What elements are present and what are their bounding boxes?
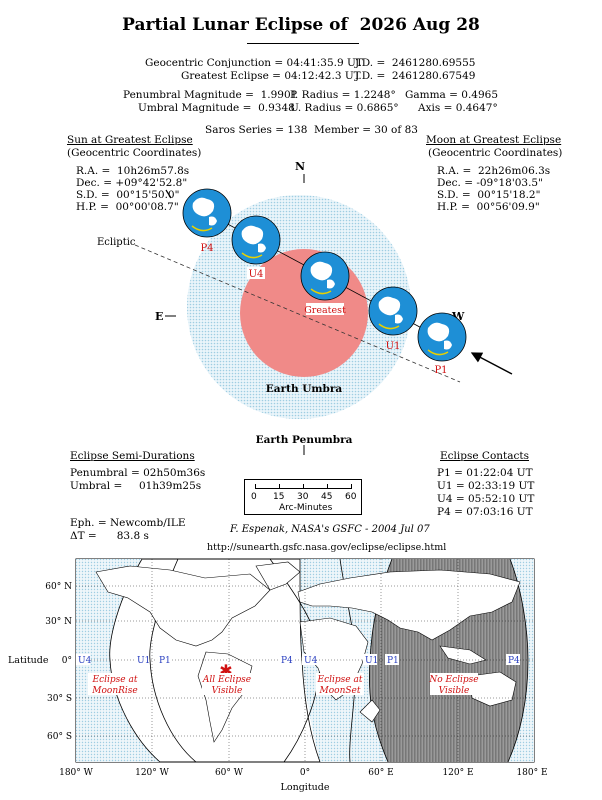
contact-u1: U1 = 02:33:19 UT [437,480,535,492]
umbral-magnitude: Umbral Magnitude = 0.9348 [138,102,295,114]
semi-durations-heading: Eclipse Semi-Durations [70,450,195,462]
east-label: E [155,310,163,323]
map-contact-p1-left: P1 [159,656,171,666]
earth-umbra-label: Earth Umbra [266,383,343,395]
page-title: Partial Lunar Eclipse of 2026 Aug 28 [122,15,480,35]
lon-120e: 120° E [442,768,473,778]
world-map: ✱ U4 U1 P1 P4 U4 U1 P1 P4 Eclipse at Moo… [8,558,548,793]
zone-moonrise-label-2: MoonRise [91,686,137,696]
north-label: N [295,160,305,173]
zone-all-label-2: Visible [212,686,243,696]
umbral-duration: Umbral = 01h39m25s [70,480,202,492]
moon-p1-label: P1 [434,365,447,376]
moon-p4 [182,188,232,238]
lat-30n: 30° N [45,617,72,627]
scale-tick-30: 30 [297,492,309,502]
contacts-heading: Eclipse Contacts [440,450,530,462]
map-contact-u1-right: U1 [365,656,378,666]
gamma: Gamma = 0.4965 [405,89,499,101]
credit: F. Espenak, NASA's GSFC - 2004 Jul 07 [230,524,430,535]
lon-180e: 180° E [516,768,547,778]
sun-sd: S.D. = 00°15'50.0" [76,189,180,201]
moon-heading: Moon at Greatest Eclipse [426,134,562,146]
zone-moonset-label-2: MoonSet [319,686,361,696]
lon-60w: 60° W [215,768,244,778]
saros-member: Member = 30 of 83 [314,124,418,136]
contact-p1: P1 = 01:22:04 UT [437,467,533,479]
scale-tick-0: 0 [251,492,257,502]
map-contact-p4-right: P4 [508,656,520,666]
lon-0: 0° [300,768,310,778]
axis: Axis = 0.4647° [418,102,498,114]
eclipse-diagram: N S E Ecliptic P4 U4 Greatest U1 W [97,160,513,460]
sun-subheading: (Geocentric Coordinates) [67,147,202,159]
lat-0: 0° [62,656,72,666]
motion-arrow [470,352,513,375]
south-label: S [300,459,308,460]
greatest-eclipse: Greatest Eclipse = 04:12:42.3 UT [181,70,361,82]
penumbral-magnitude: Penumbral Magnitude = 1.9901 [123,89,298,101]
title-underline [247,43,359,44]
zone-none-label-2: Visible [439,686,470,696]
moon-u4 [231,215,281,265]
moon-dec: Dec. = -09°18'03.5" [437,177,543,189]
ecliptic-line [134,244,461,383]
longitude-axis-label: Longitude [281,782,330,793]
scale-tick-15: 15 [273,492,285,502]
ephemeris: Eph. = Newcomb/ILE [70,517,186,529]
moon-u4-label: U4 [249,269,264,280]
map-contact-u1-left: U1 [137,656,150,666]
moon-greatest-label: Greatest [304,305,346,316]
moon-p4-label: P4 [200,243,213,254]
ecliptic-label: Ecliptic [97,237,136,248]
penumbral-radius: P. Radius = 1.2248° [290,89,396,101]
contact-p4: P4 = 07:03:16 UT [437,506,533,518]
zone-moonrise [76,559,160,762]
map-contact-u4-mid: U4 [304,656,318,666]
sun-hp: H.P. = 00°00'08.7" [76,201,179,213]
saros-series: Saros Series = 138 [205,124,308,136]
moon-p1 [417,312,467,362]
moon-ra: R.A. = 22h26m06.3s [437,165,551,177]
zone-all-label-1: All Eclipse [202,675,251,685]
arc-minute-scale: 0 15 30 45 60 Arc-Minutes [244,479,362,515]
lat-30s: 30° S [47,694,72,704]
zone-none-label-1: No Eclipse [428,675,478,685]
url: http://sunearth.gsfc.nasa.gov/eclipse/ec… [207,542,447,553]
lon-60e: 60° E [368,768,393,778]
map-contact-u4-left: U4 [78,656,92,666]
contact-u4: U4 = 05:52:10 UT [437,493,535,505]
sun-heading: Sun at Greatest Eclipse [67,134,193,146]
lon-180w: 180° W [59,768,94,778]
earth-penumbra-label: Earth Penumbra [256,434,353,446]
map-contact-p4-mid: P4 [281,656,293,666]
umbral-radius: U. Radius = 0.6865° [290,102,399,114]
sun-ra: R.A. = 10h26m57.8s [76,165,190,177]
lat-60n: 60° N [45,582,72,592]
lon-120w: 120° W [135,768,170,778]
lat-60s: 60° S [47,732,72,742]
penumbral-duration: Penumbral = 02h50m36s [70,467,206,479]
map-contact-p1-right: P1 [387,656,399,666]
sun-dec: Dec. = +09°42'52.8" [76,177,188,189]
scale-tick-60: 60 [345,492,357,502]
moon-hp: H.P. = 00°56'09.9" [437,201,540,213]
geocentric-conjunction: Geocentric Conjunction = 04:41:35.9 UT [145,57,363,69]
zone-moonset-label-1: Eclipse at [317,675,363,685]
moon-subheading: (Geocentric Coordinates) [428,147,563,159]
moon-u1-label: U1 [386,341,401,352]
geocentric-conjunction-jd: J.D. = 2461280.69555 [355,57,476,69]
latitude-axis-label: Latitude [8,655,49,666]
moon-greatest [300,251,350,301]
scale-label: Arc-Minutes [279,503,333,513]
greatest-eclipse-jd: J.D. = 2461280.67549 [355,70,476,82]
moon-sd: S.D. = 00°15'18.2" [437,189,541,201]
scale-tick-45: 45 [321,492,333,502]
moon-u1 [368,286,418,336]
delta-t: ΔT = 83.8 s [70,530,149,542]
zone-moonrise-label-1: Eclipse at [92,675,138,685]
